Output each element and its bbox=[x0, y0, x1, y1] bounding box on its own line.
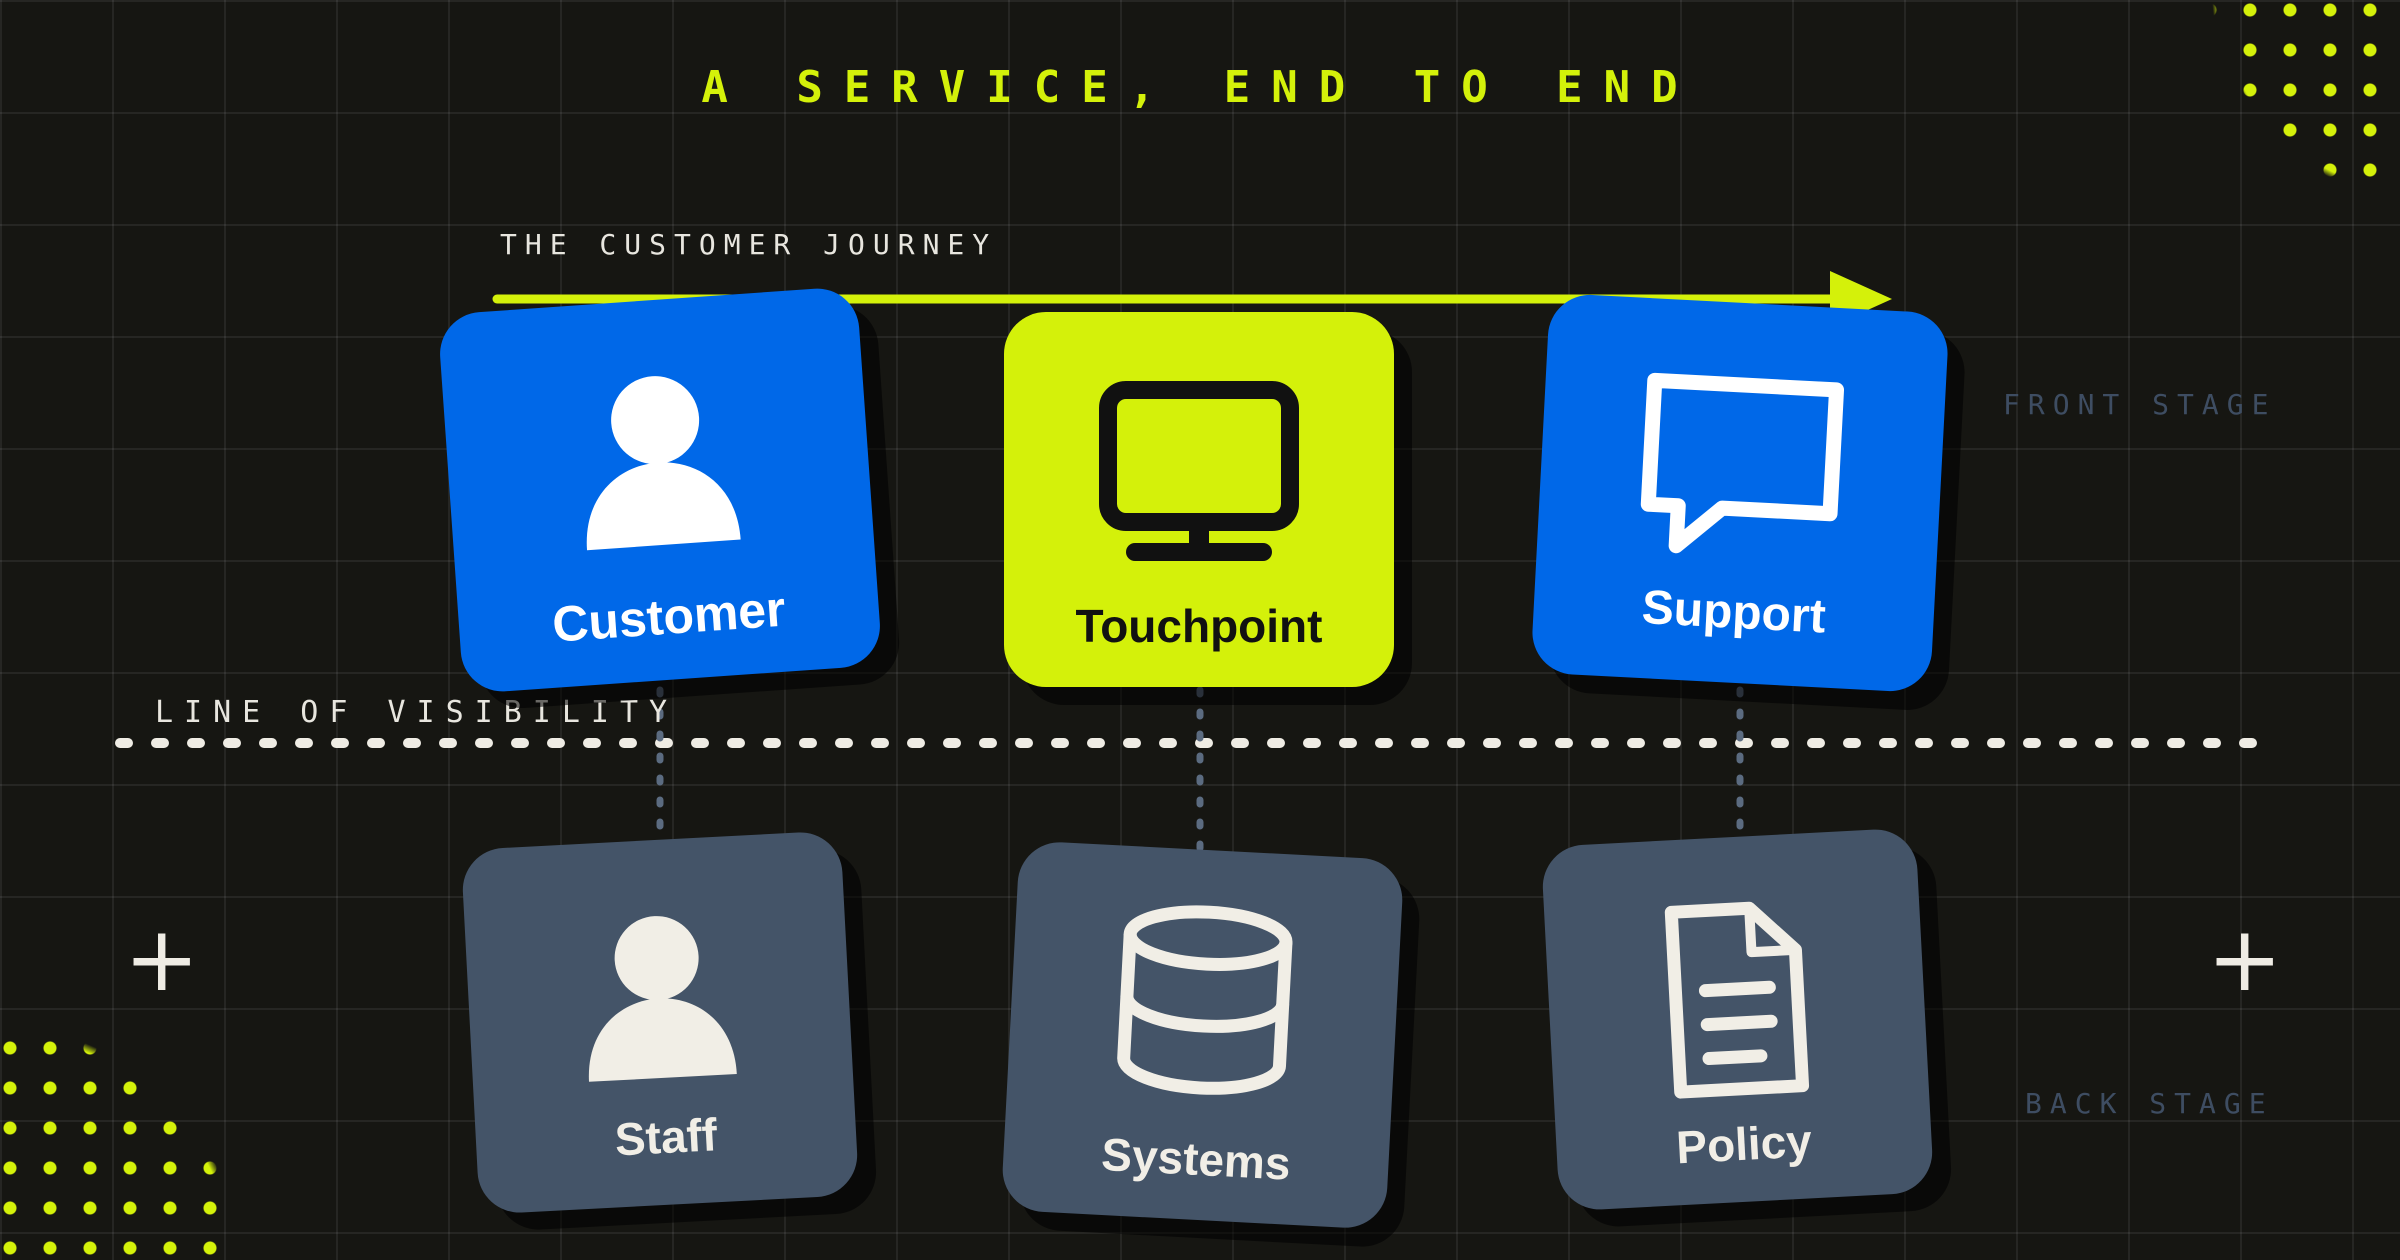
document-icon bbox=[1664, 901, 1809, 1099]
database-icon bbox=[1116, 905, 1292, 1095]
card-label: Staff bbox=[613, 1108, 719, 1166]
diagram-title: A SERVICE, END TO END bbox=[701, 62, 1699, 113]
card-staff: Staff bbox=[460, 830, 860, 1215]
decorative-dot-pattern-top-right bbox=[2190, 0, 2400, 220]
card-touchpoint: Touchpoint bbox=[1004, 312, 1394, 687]
card-customer: Customer bbox=[437, 285, 883, 695]
card-label: Touchpoint bbox=[1075, 600, 1323, 652]
person-icon bbox=[588, 916, 737, 1082]
card-policy: Policy bbox=[1540, 827, 1935, 1212]
card-label: Policy bbox=[1674, 1114, 1814, 1174]
card-support: Support bbox=[1530, 292, 1950, 694]
card-label: Support bbox=[1640, 581, 1827, 644]
chat-bubble-icon bbox=[1640, 372, 1845, 554]
person-icon bbox=[587, 376, 741, 551]
front-stage-label: FRONT STAGE bbox=[2003, 388, 2277, 421]
back-stage-label: BACK STAGE bbox=[2025, 1087, 2274, 1120]
line-of-visibility-label: LINE OF VISIBILITY bbox=[155, 695, 679, 730]
card-label: Systems bbox=[1100, 1127, 1292, 1190]
monitor-icon bbox=[1099, 381, 1299, 561]
plus-icon: + bbox=[124, 907, 200, 1012]
decorative-dot-pattern-bottom-left bbox=[0, 988, 260, 1260]
plus-icon: + bbox=[2207, 907, 2283, 1012]
customer-journey-label: THE CUSTOMER JOURNEY bbox=[500, 228, 998, 261]
card-label: Customer bbox=[550, 580, 788, 653]
card-systems: Systems bbox=[1000, 840, 1405, 1230]
